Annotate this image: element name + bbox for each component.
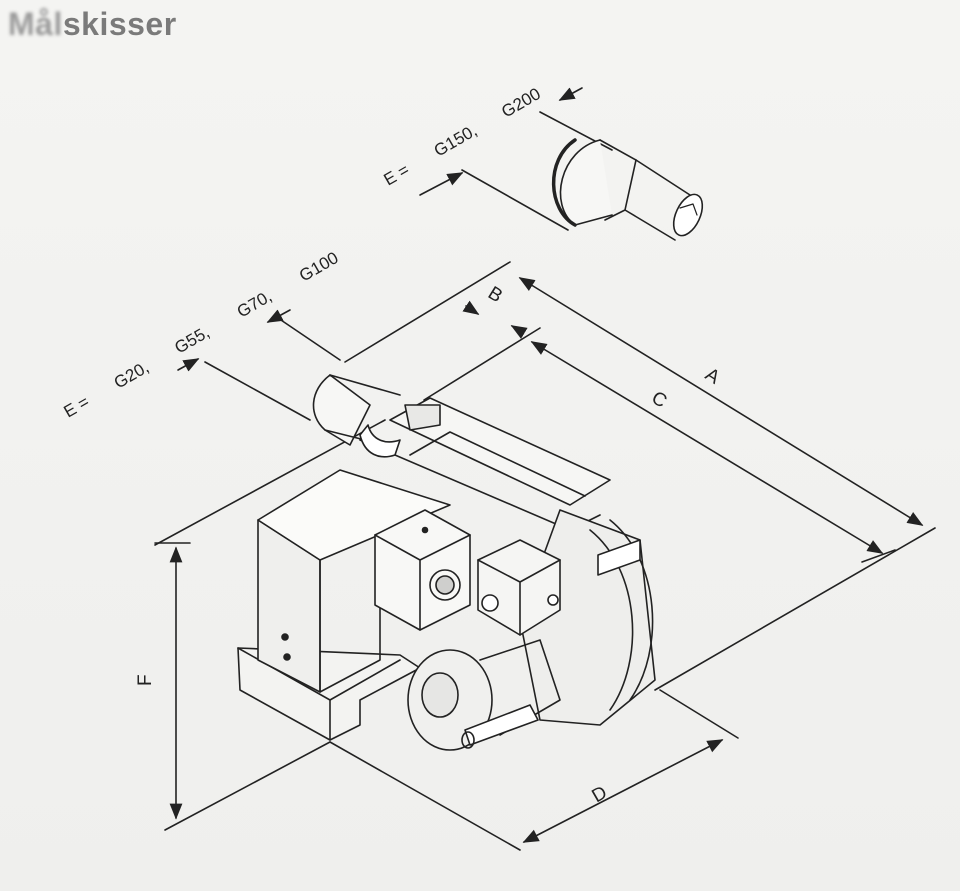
- e-value-g100: G100: [296, 248, 342, 285]
- e-value-g200: G200: [498, 84, 544, 121]
- label-d: D: [588, 782, 610, 807]
- label-b: B: [484, 283, 506, 308]
- burner-body: [237, 397, 656, 751]
- dim-line-d: [522, 739, 724, 843]
- label-f: F: [135, 674, 156, 686]
- blast-tube-large: [551, 138, 704, 241]
- e-value-g20: G20,: [111, 358, 152, 393]
- title-prefix: Mål: [8, 6, 63, 42]
- dim-line-c: [530, 341, 884, 554]
- page-title: Målskisser: [8, 6, 177, 43]
- dim-line-b: [462, 300, 480, 315]
- e-label-small: E =: [61, 392, 93, 421]
- e-value-g150: G150,: [431, 121, 481, 161]
- label-c: C: [648, 387, 671, 412]
- e-value-g55: G55,: [171, 323, 212, 358]
- e-value-g70: G70,: [234, 287, 275, 322]
- blast-tube-small: [312, 374, 401, 446]
- label-a: A: [701, 364, 723, 389]
- e-label-large: E =: [381, 160, 413, 189]
- title-suffix: skisser: [62, 6, 177, 42]
